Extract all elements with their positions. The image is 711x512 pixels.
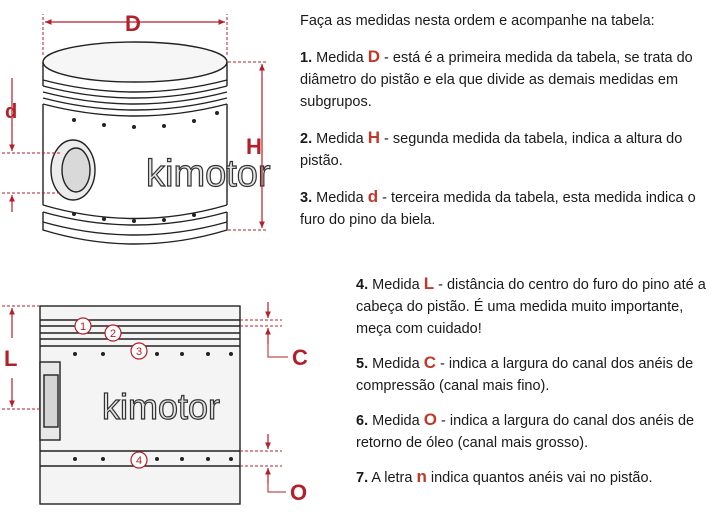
dimension-c: C [240, 302, 308, 370]
dimension-d-pin: d [2, 78, 60, 212]
dimension-o: O [240, 434, 307, 505]
dimension-d-outer: D [42, 11, 228, 55]
label-H: H [246, 134, 262, 159]
letter-D: D [367, 47, 380, 66]
letter-O: O [423, 410, 437, 429]
label-d: d [5, 101, 17, 123]
letter-d: d [367, 187, 379, 206]
letter-H: H [367, 128, 380, 147]
intro-text: Faça as medidas nesta ordem e acompanhe … [300, 13, 655, 29]
oil-holes-top [72, 111, 219, 223]
item-2: 2. Medida H - segunda medida da tabela, … [300, 128, 683, 169]
ring-number-1: 1 [80, 321, 86, 333]
instructions-bottom: 4. Medida L - distância do centro do fur… [356, 273, 706, 489]
instructions-top: Faça as medidas nesta ordem e acompanhe … [300, 10, 705, 231]
brand-text-top: kimotor [146, 153, 271, 195]
ring-number-4: 4 [136, 455, 142, 467]
ring-number-2: 2 [110, 328, 116, 340]
item-1: 1. Medida D - está é a primeira medida d… [300, 47, 693, 110]
dimension-h: H [228, 61, 268, 231]
item-7: 7. A letra n indica quantos anéis vai no… [356, 467, 653, 486]
label-L: L [4, 346, 17, 371]
item-6: 6. Medida O - indica a largura do canal … [356, 410, 695, 451]
letter-L: L [423, 274, 435, 293]
oil-holes-side [73, 352, 233, 461]
label-D: D [125, 11, 141, 36]
item-3: 3. Medida d - terceira medida da tabela,… [300, 187, 696, 228]
brand-text-side: kimotor [102, 386, 220, 427]
piston-3d [42, 41, 228, 245]
piston-side [39, 305, 241, 505]
letter-C: C [423, 353, 436, 372]
dimension-l: L [2, 305, 40, 410]
item-5: 5. Medida C - indica a largura do canal … [356, 353, 694, 394]
label-O: O [290, 480, 307, 505]
letter-n: n [416, 467, 427, 486]
ring-number-3: 3 [136, 346, 142, 358]
item-4: 4. Medida L - distância do centro do fur… [356, 274, 706, 337]
ring-callouts [74, 317, 148, 469]
label-C: C [292, 345, 308, 370]
